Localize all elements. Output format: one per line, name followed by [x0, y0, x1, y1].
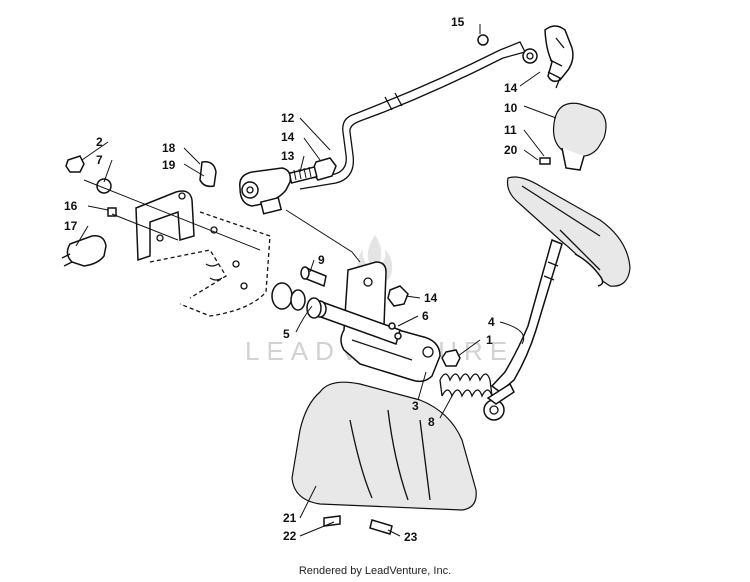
callout-leaders [75, 24, 557, 537]
callout-16: 15 [451, 15, 465, 29]
knob-screw [539, 157, 551, 165]
pivot-washer-a [388, 322, 396, 330]
bushing-a [271, 282, 293, 310]
bushing-c [306, 297, 322, 319]
shift-lever-arm [483, 238, 563, 421]
assembly-line-mid [285, 209, 361, 263]
callout-7: 7 [96, 153, 103, 167]
callout-15: 14 [504, 81, 518, 95]
callout-14-lower: 14 [424, 291, 438, 305]
callout-13: 13 [281, 149, 295, 163]
callout-3: 3 [412, 399, 419, 413]
shift-knob [552, 102, 607, 171]
shift-rod [299, 41, 526, 190]
shift-handle [506, 176, 631, 287]
mount-bracket [135, 190, 195, 262]
callout-2: 2 [96, 135, 103, 149]
callout-24: 23 [404, 530, 418, 544]
bushing-b [290, 289, 306, 311]
rod-thread [288, 166, 318, 184]
pivot-pin [300, 266, 327, 288]
cover-screw-right [369, 519, 393, 535]
callout-5: 5 [283, 327, 290, 341]
pivot-nut [387, 285, 409, 307]
callout-14-upper: 14 [281, 130, 295, 144]
callout-19: 18 [162, 141, 176, 155]
callout-18: 17 [64, 219, 78, 233]
render-caption: Rendered by LeadVenture, Inc. [298, 565, 452, 577]
callout-20: 19 [162, 158, 176, 172]
callout-22: 21 [283, 511, 297, 525]
callout-9: 9 [318, 253, 325, 267]
pivot-washer-b [394, 332, 402, 340]
callout-6: 6 [422, 309, 429, 323]
assembly-line-left [83, 179, 261, 251]
callout-8: 8 [428, 415, 435, 429]
callout-labels: 15 14 10 11 20 12 14 13 2 7 18 19 16 17 … [64, 15, 518, 544]
callout-17: 16 [64, 199, 78, 213]
lock-nut [441, 349, 461, 367]
lower-cover [291, 381, 477, 511]
callout-12: 12 [281, 111, 295, 125]
ball-joint [239, 167, 292, 215]
cable-bolt [199, 160, 217, 188]
cover-screw-left [323, 515, 341, 527]
frame-section [149, 211, 271, 317]
rod-washer-top [477, 34, 489, 46]
callout-11: 11 [504, 123, 517, 137]
callout-23: 22 [283, 529, 297, 543]
callout-4: 4 [488, 315, 495, 329]
callout-10: 10 [504, 101, 518, 115]
neutral-switch [61, 234, 107, 267]
pivot-bracket [340, 261, 441, 383]
bolt-head [65, 155, 85, 173]
shift-lever-upper [522, 25, 574, 89]
callout-21: 20 [504, 143, 518, 157]
callout-1: 1 [486, 333, 493, 347]
return-spring [439, 373, 493, 398]
